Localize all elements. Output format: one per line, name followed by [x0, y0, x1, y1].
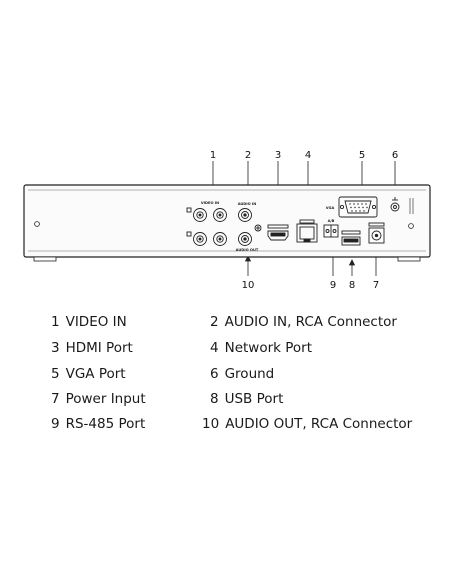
- screw-right-icon: [408, 223, 414, 229]
- usb-port: [341, 230, 361, 246]
- dvr-chassis: [23, 184, 431, 262]
- video-in-ports: [186, 207, 227, 246]
- rear-panel-diagram: 1 2 3 4 5 6 10 9 8 7: [23, 150, 431, 291]
- vga-label: VGA: [326, 206, 335, 210]
- callout-1: 1: [210, 150, 216, 161]
- callout-5: 5: [359, 150, 365, 161]
- network-port: [296, 219, 318, 243]
- callout-4: 4: [305, 150, 311, 161]
- callout-6: 6: [392, 150, 398, 161]
- callout-7: 7: [373, 280, 379, 291]
- audio-out-label: AUDIO OUT: [236, 248, 259, 252]
- rs485-port: [323, 224, 339, 238]
- audio-in-label: AUDIO IN: [238, 202, 257, 206]
- power-input: [368, 222, 385, 244]
- hdmi-port: [267, 224, 289, 241]
- callout-9: 9: [330, 280, 336, 291]
- video-in-label: VIDEO IN: [201, 201, 219, 205]
- audio-ports: [238, 208, 262, 246]
- vga-port: [338, 196, 378, 218]
- screw-left-icon: [34, 221, 40, 227]
- callout-8: 8: [349, 280, 355, 291]
- ab-label: A/B: [328, 219, 335, 223]
- callout-3: 3: [275, 150, 281, 161]
- callout-10: 10: [242, 280, 255, 291]
- callout-2: 2: [245, 150, 251, 161]
- vent-slots: [409, 198, 414, 214]
- ground-icon: [390, 197, 400, 212]
